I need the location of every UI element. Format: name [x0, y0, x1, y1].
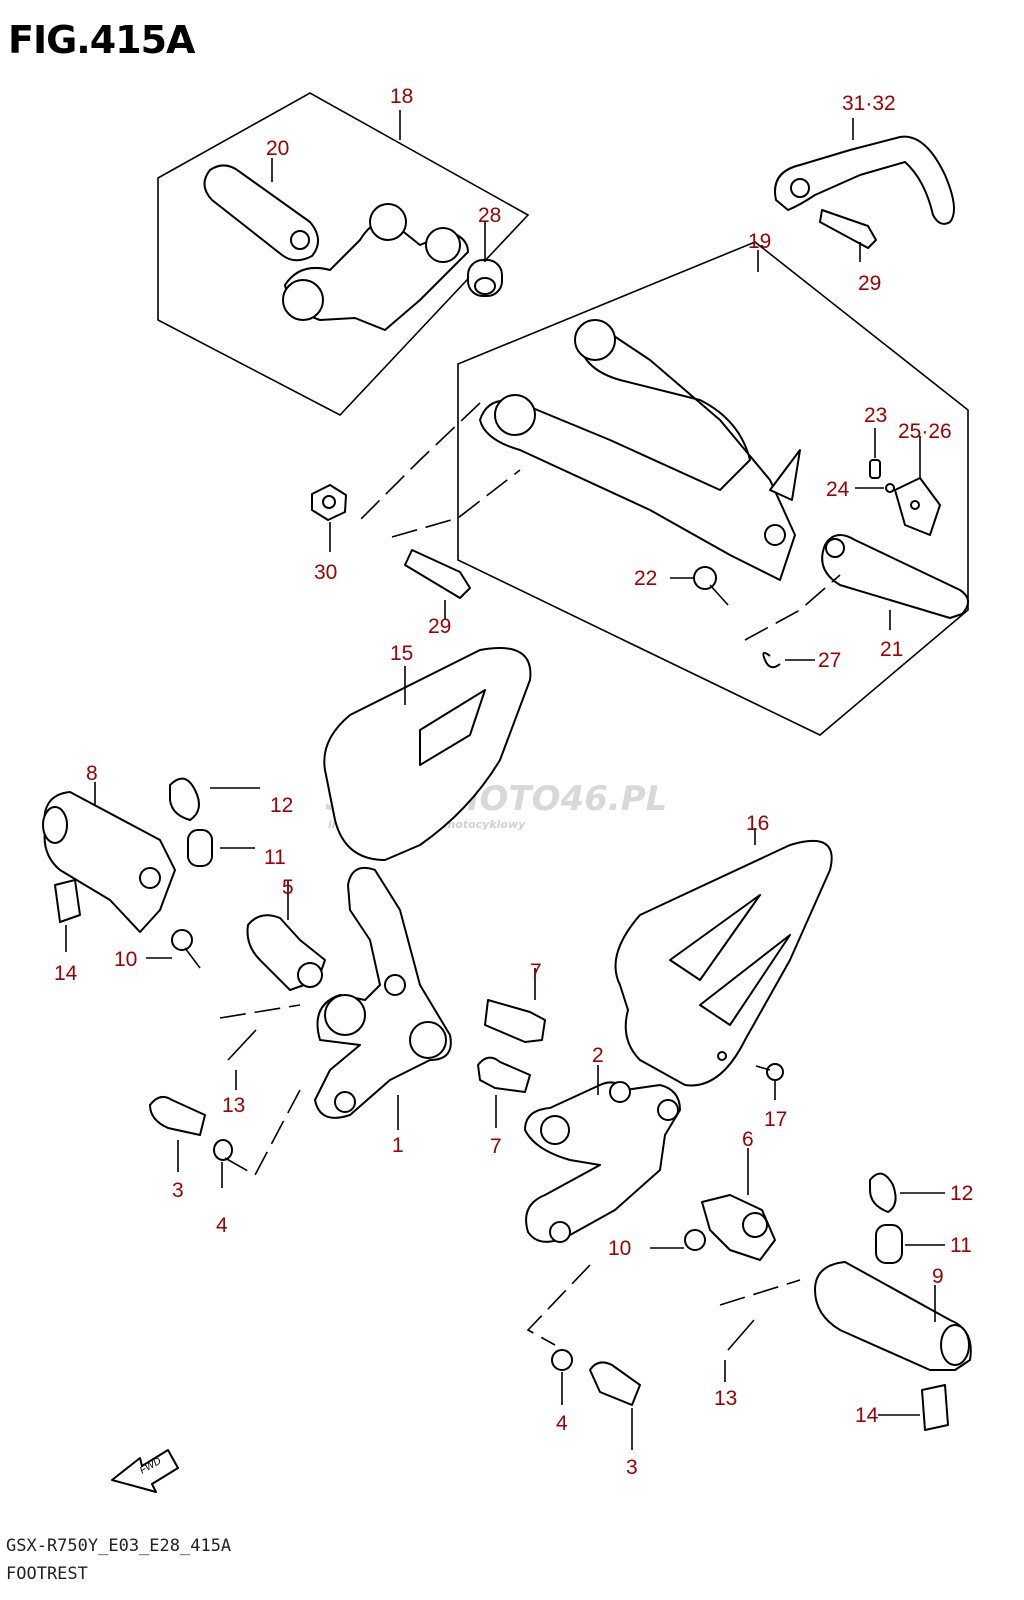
bracket-2	[524, 1065, 681, 1243]
callout-25-26: 25·26	[898, 420, 952, 443]
figure-title: FIG.415A	[8, 18, 195, 62]
callout-15: 15	[390, 642, 413, 665]
callout-7-lower: 7	[490, 1135, 502, 1158]
callout-7-upper: 7	[530, 960, 542, 983]
callout-29-mid: 29	[428, 615, 451, 638]
callout-14-right: 14	[855, 1404, 879, 1427]
callout-6: 6	[742, 1128, 754, 1151]
callout-19: 19	[748, 230, 771, 253]
screw-17	[755, 1063, 784, 1100]
left-peg-group	[42, 777, 260, 969]
callout-17: 17	[764, 1108, 787, 1131]
callout-4-left: 4	[216, 1214, 228, 1237]
callout-3-left: 3	[172, 1179, 184, 1202]
bolts-7	[477, 968, 546, 1128]
callout-11-right: 11	[950, 1234, 972, 1257]
callout-13-left: 13	[222, 1094, 245, 1117]
right-fasteners	[526, 1264, 641, 1450]
callout-30: 30	[314, 561, 337, 584]
callout-2: 2	[592, 1044, 604, 1067]
fasteners-30-29	[311, 484, 471, 620]
callout-21: 21	[880, 638, 903, 661]
heel-guard-16	[614, 828, 833, 1087]
callout-31-32: 31·32	[842, 92, 896, 115]
assembly-18	[157, 92, 530, 416]
callout-20: 20	[266, 137, 289, 160]
left-fasteners	[149, 1004, 301, 1188]
bracket-1	[314, 866, 452, 1130]
callout-14-left: 14	[54, 962, 78, 985]
guard-31-32	[774, 118, 955, 262]
callout-22: 22	[634, 567, 657, 590]
callout-3-right: 3	[626, 1456, 638, 1479]
callout-9: 9	[932, 1265, 944, 1288]
callout-4-right: 4	[556, 1412, 568, 1435]
callout-5: 5	[282, 876, 294, 899]
callout-23: 23	[864, 404, 887, 427]
pivot-5	[246, 880, 326, 991]
right-peg-group	[650, 1172, 972, 1431]
callout-1: 1	[392, 1134, 404, 1157]
callout-13-right: 13	[714, 1387, 737, 1410]
callout-29-top: 29	[858, 272, 881, 295]
model-code: GSX-R750Y_E03_E28_415A	[6, 1536, 232, 1556]
callout-18: 18	[390, 85, 413, 108]
callout-24: 24	[826, 478, 850, 501]
callout-28: 28	[478, 204, 501, 227]
callout-12-left: 12	[270, 794, 293, 817]
fwd-arrow-icon: FWD	[111, 1449, 179, 1493]
callout-10-right: 10	[608, 1237, 631, 1260]
callout-labels: 18 20 28 31·32 29 19 23 25·26 24 30 29 2…	[54, 85, 973, 1479]
assembly-19	[359, 241, 969, 736]
figure-name: FOOTREST	[6, 1564, 88, 1584]
callout-10-left: 10	[114, 948, 137, 971]
callout-8: 8	[86, 762, 98, 785]
callout-16: 16	[746, 812, 769, 835]
callout-12-right: 12	[950, 1182, 973, 1205]
callout-27: 27	[818, 649, 841, 672]
pivot-6	[701, 1148, 776, 1261]
heel-guard-15	[323, 647, 532, 861]
callout-11-left: 11	[264, 846, 286, 869]
